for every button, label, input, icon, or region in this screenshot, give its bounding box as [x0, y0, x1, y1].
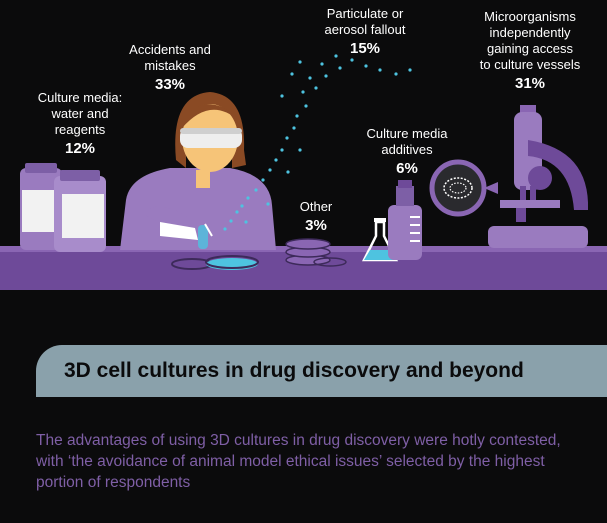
label-line: reagents: [54, 122, 106, 137]
label-percentage: 33%: [154, 76, 186, 93]
label-line: water and: [51, 106, 109, 121]
body-paragraph: The advantages of using 3D cultures in d…: [36, 432, 561, 491]
label-line: additives: [381, 142, 433, 157]
label-line: Microorganisms: [484, 9, 576, 24]
magnified-microbe-icon: [429, 159, 498, 217]
label-particulate: Particulate or aerosol fallout 15%: [310, 6, 420, 57]
petri-dish-icon: [171, 255, 259, 270]
label-other: Other 3%: [286, 199, 346, 234]
scientist-icon: [120, 92, 276, 250]
label-line: Culture media:: [37, 90, 123, 105]
dust-particles-icon: [223, 54, 412, 231]
section-banner: 3D cell cultures in drug discovery and b…: [36, 345, 607, 397]
bottle-icon: [388, 180, 422, 260]
label-line: mistakes: [144, 58, 196, 73]
label-percentage: 15%: [349, 40, 381, 57]
label-line: independently: [489, 25, 571, 40]
label-line: to culture vessels: [479, 57, 581, 72]
label-percentage: 31%: [514, 75, 546, 92]
label-line: Other: [299, 199, 333, 214]
contamination-infographic: Culture media: water and reagents 12% Ac…: [0, 6, 607, 290]
label-line: Culture media: [366, 126, 448, 141]
illustration: [0, 54, 607, 290]
label-line: Accidents and: [129, 42, 211, 57]
stacked-dishes-icon: [285, 238, 347, 267]
label-microorganisms: Microorganisms independently gaining acc…: [466, 9, 594, 92]
label-culture-media-water: Culture media: water and reagents 12%: [20, 90, 140, 157]
label-percentage: 6%: [396, 160, 418, 177]
label-accidents: Accidents and mistakes 33%: [115, 42, 225, 93]
label-line: Particulate or: [326, 6, 404, 21]
label-percentage: 3%: [305, 217, 327, 234]
label-percentage: 12%: [64, 140, 96, 157]
label-additives: Culture media additives 6%: [352, 126, 462, 177]
label-line: aerosol fallout: [324, 22, 406, 37]
label-line: gaining access: [487, 41, 573, 56]
bottles-icon: [20, 163, 106, 252]
section-title: 3D cell cultures in drug discovery and b…: [64, 359, 524, 382]
tube-icon: [198, 223, 213, 249]
microscope-icon: [488, 105, 589, 248]
